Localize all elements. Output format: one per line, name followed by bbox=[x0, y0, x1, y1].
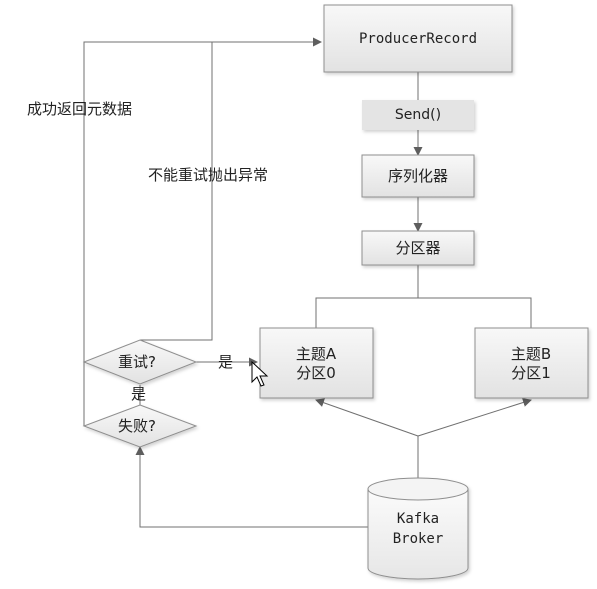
kafka-broker-label-line2: Broker bbox=[392, 531, 444, 547]
partitioner-label: 分区器 bbox=[395, 239, 441, 257]
retry-yes-label: 是 bbox=[218, 353, 234, 371]
fail-diamond bbox=[82, 404, 198, 448]
send-box bbox=[362, 100, 474, 130]
topic-b-label-line2: 分区1 bbox=[511, 364, 551, 382]
fail-yes-label: 是 bbox=[131, 385, 147, 403]
no-retry-throw-label: 不能重试抛出异常 bbox=[148, 166, 269, 184]
kafka-broker-label-line1: Kafka bbox=[396, 511, 440, 527]
fail-label: 失败? bbox=[118, 417, 156, 435]
partitioner-box bbox=[361, 230, 475, 266]
topic-a-label-line2: 分区0 bbox=[296, 364, 336, 382]
producer-record-box bbox=[323, 4, 513, 73]
kafka-broker-cylinder bbox=[367, 477, 469, 580]
edge-no-retry-throw bbox=[140, 37, 322, 341]
retry-diamond bbox=[82, 339, 198, 385]
edge-success-return bbox=[83, 41, 212, 426]
edge-broker-to-topic-b bbox=[417, 398, 532, 437]
edge-broker-to-fail bbox=[135, 446, 368, 528]
producer-record-label: ProducerRecord bbox=[358, 31, 478, 47]
retry-label: 重试? bbox=[118, 353, 156, 371]
edge-partitioner-split bbox=[315, 297, 532, 328]
serializer-box bbox=[361, 154, 475, 198]
topic-a-label-line1: 主题A bbox=[295, 345, 337, 363]
edge-broker-to-topic-a bbox=[315, 398, 419, 437]
topic-b-box bbox=[474, 327, 589, 399]
success-return-label: 成功返回元数据 bbox=[27, 100, 133, 118]
serializer-label: 序列化器 bbox=[387, 167, 449, 185]
connectors bbox=[83, 37, 532, 528]
send-label: Send() bbox=[394, 107, 442, 123]
mouse-cursor-icon bbox=[251, 360, 269, 387]
topic-a-box bbox=[259, 327, 374, 399]
topic-b-label-line1: 主题B bbox=[510, 345, 552, 363]
